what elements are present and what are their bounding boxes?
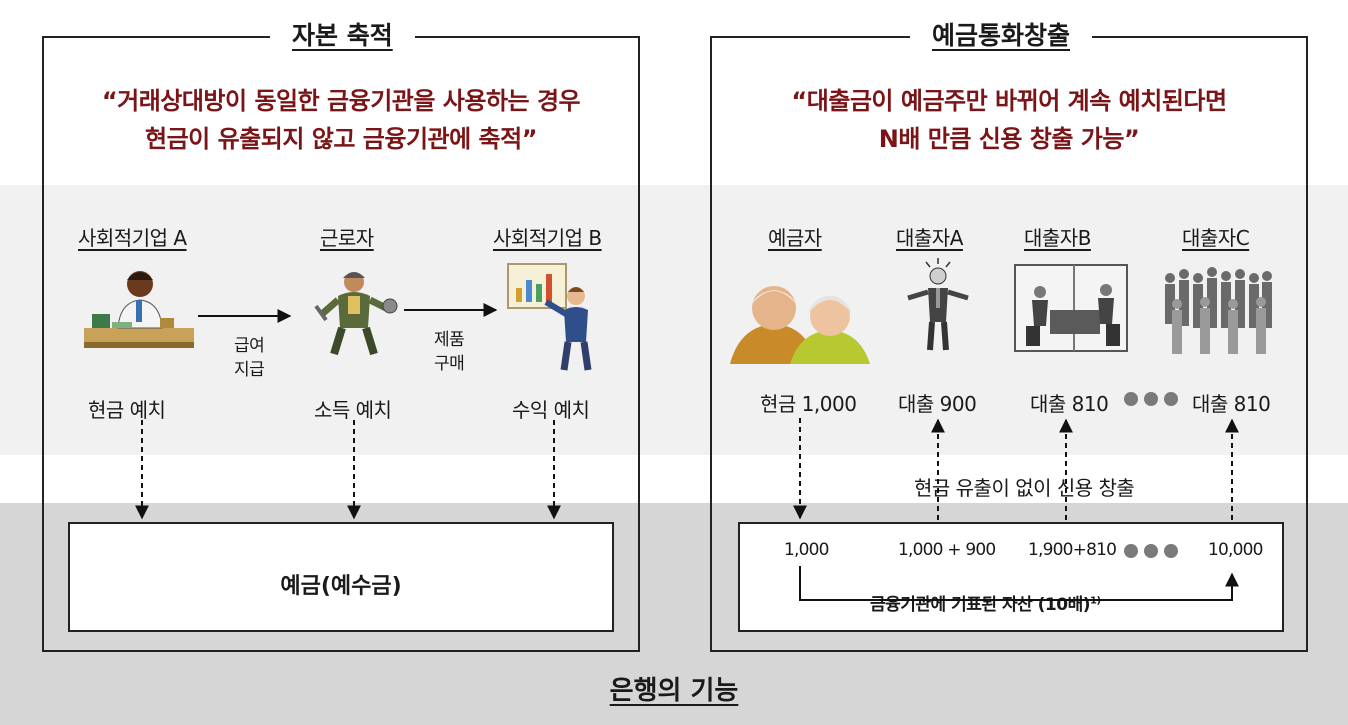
actor-social-enterprise-b: 사회적기업 B <box>493 226 602 250</box>
worker-with-tools-icon <box>314 272 398 356</box>
actor-borrower-c: 대출자C <box>1182 226 1250 250</box>
panel-title: 자본 축적 <box>270 18 415 54</box>
money-creation-panel: 예금통화창출 “대출금이 예금주만 바뀌어 계속 예치된다면 N배 만큼 신용 … <box>710 18 1308 652</box>
amount-loan-c: 대출 810 <box>1192 392 1271 416</box>
ellipsis-dot <box>1164 544 1178 558</box>
panel-quote-line-2: 현금이 유출되지 않고 금융기관에 축적” <box>145 125 537 153</box>
amount-depositor-cash: 현금 1,000 <box>760 392 857 416</box>
action-income-deposit: 소득 예치 <box>314 398 392 422</box>
actor-depositor: 예금자 <box>768 226 822 250</box>
presenter-with-chart-icon <box>507 263 592 371</box>
actor-borrower-b: 대출자B <box>1024 226 1091 250</box>
ellipsis-dots-ledger <box>1124 544 1178 558</box>
flow-label-purchase-line-2: 구매 <box>434 354 465 374</box>
clerk-at-desk-icon <box>84 271 194 348</box>
amount-loan-a: 대출 900 <box>898 392 977 416</box>
flow-label-purchase-line-1: 제품 <box>434 330 465 350</box>
stressed-man-icon <box>907 258 969 351</box>
actor-social-enterprise-a: 사회적기업 A <box>78 226 187 250</box>
ledger-value-total: 10,000 <box>1208 540 1263 560</box>
asset-bracket <box>799 566 1239 601</box>
credit-creation-note: 현금 유출이 없이 신용 창출 <box>914 476 1135 500</box>
ellipsis-dot <box>1144 392 1158 406</box>
elderly-couple-icon <box>730 286 870 364</box>
panel-title: 예금통화창출 <box>910 18 1093 54</box>
ellipsis-dot <box>1144 544 1158 558</box>
flow-label-wage-line-1: 급여 <box>234 336 265 356</box>
action-cash-deposit: 현금 예치 <box>88 398 166 422</box>
panel-quote-line-2: N배 만큼 신용 창출 가능” <box>878 125 1140 153</box>
ellipsis-dot <box>1164 392 1178 406</box>
flow-label-wage: 급여 지급 <box>234 334 265 382</box>
ledger-value-1: 1,000 <box>784 540 829 560</box>
deposit-box: 예금(예수금) <box>68 522 614 632</box>
flow-label-wage-line-2: 지급 <box>234 360 265 380</box>
panel-quote-line-1: “거래상대방이 동일한 금융기관을 사용하는 경우 <box>101 87 581 115</box>
office-meeting-icon <box>1014 264 1128 352</box>
ellipsis-dot <box>1124 544 1138 558</box>
capital-accumulation-panel: 자본 축적 “거래상대방이 동일한 금융기관을 사용하는 경우 현금이 유출되지… <box>42 18 640 652</box>
crowd-icon <box>1165 267 1272 354</box>
action-profit-deposit: 수익 예치 <box>512 398 590 422</box>
footer-title: 은행의 기능 <box>609 676 739 706</box>
ellipsis-dot <box>1124 392 1138 406</box>
flow-label-purchase: 제품 구매 <box>434 328 465 376</box>
ledger-value-3: 1,900+810 <box>1028 540 1117 560</box>
deposit-box-label: 예금(예수금) <box>280 574 402 599</box>
actor-borrower-a: 대출자A <box>896 226 963 250</box>
amount-loan-b: 대출 810 <box>1030 392 1109 416</box>
panel-quote-line-1: “대출금이 예금주만 바뀌어 계속 예치된다면 <box>791 87 1227 115</box>
ledger-value-2: 1,000 + 900 <box>898 540 996 560</box>
actor-worker: 근로자 <box>320 226 374 250</box>
ellipsis-dots-top <box>1124 392 1178 406</box>
